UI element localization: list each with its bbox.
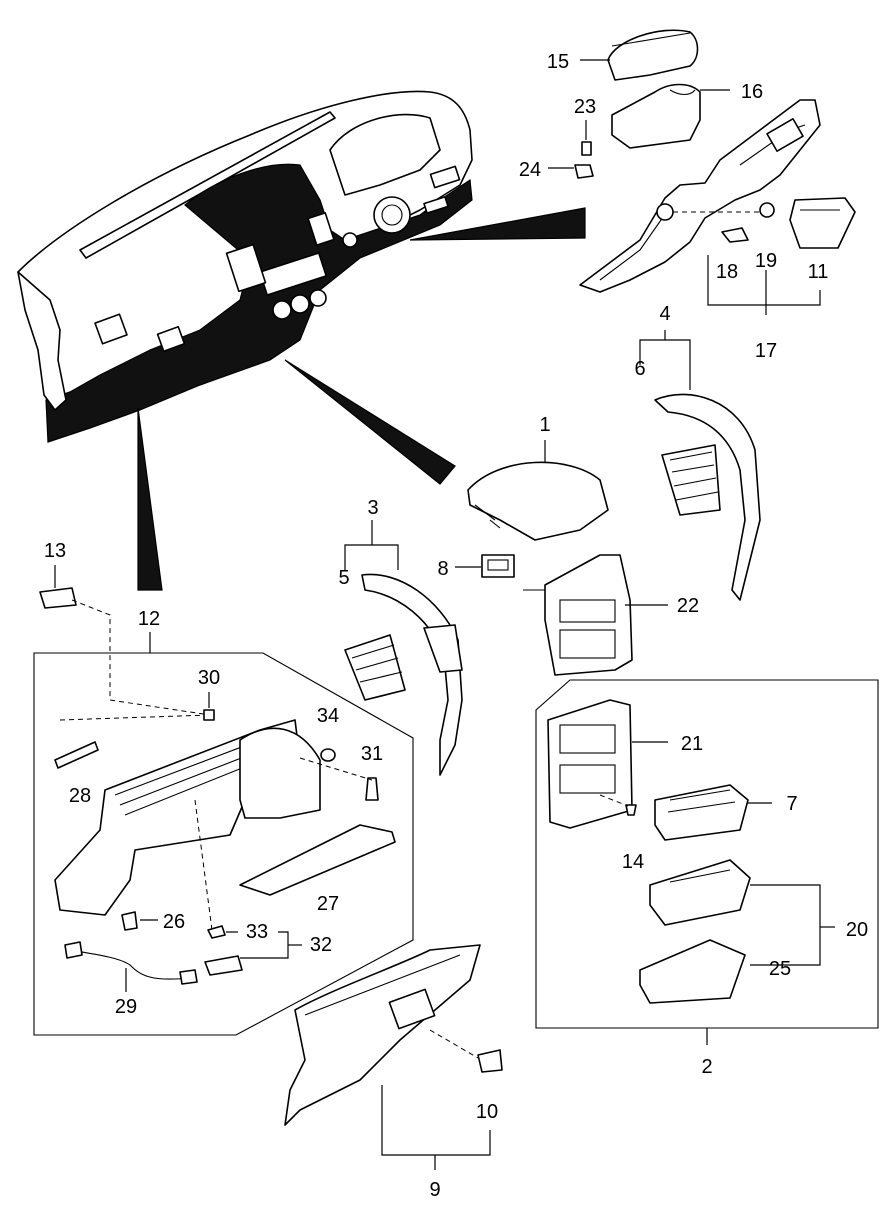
label-5: 5 bbox=[338, 567, 349, 589]
label-31: 31 bbox=[361, 743, 383, 765]
label-8: 8 bbox=[437, 558, 448, 580]
label-9: 9 bbox=[429, 1179, 440, 1201]
label-16: 16 bbox=[741, 81, 763, 103]
label-32: 32 bbox=[310, 934, 332, 956]
glove-box bbox=[284, 944, 503, 1170]
lower-panel-group-12 bbox=[33, 565, 414, 1036]
label-11: 11 bbox=[808, 261, 829, 283]
part-number-labels: 1 2 3 4 5 6 7 8 9 10 11 12 13 14 15 16 1… bbox=[44, 51, 868, 1201]
label-20: 20 bbox=[846, 919, 868, 941]
left-side-trim-and-vent bbox=[344, 520, 463, 776]
label-25: 25 bbox=[769, 958, 791, 980]
label-17: 17 bbox=[755, 340, 777, 362]
steering-column-shroud-group bbox=[548, 29, 730, 179]
label-3: 3 bbox=[367, 497, 378, 519]
label-13: 13 bbox=[44, 540, 66, 562]
label-18: 18 bbox=[716, 261, 738, 283]
label-33: 33 bbox=[246, 921, 268, 943]
label-34: 34 bbox=[317, 705, 339, 727]
label-28: 28 bbox=[69, 785, 91, 807]
center-top-cover bbox=[467, 440, 609, 541]
label-23: 23 bbox=[574, 96, 596, 118]
label-29: 29 bbox=[115, 996, 137, 1018]
center-fascia-panel bbox=[523, 554, 668, 676]
label-4: 4 bbox=[659, 303, 670, 325]
label-30: 30 bbox=[198, 667, 220, 689]
label-1: 1 bbox=[539, 414, 550, 436]
label-7: 7 bbox=[786, 793, 797, 815]
label-19: 19 bbox=[755, 250, 777, 272]
label-21: 21 bbox=[681, 733, 703, 755]
label-12: 12 bbox=[138, 608, 160, 630]
label-2: 2 bbox=[701, 1056, 712, 1078]
label-6: 6 bbox=[634, 358, 645, 380]
console-group-2 bbox=[535, 679, 879, 1045]
lower-crash-pad-panel bbox=[579, 99, 856, 315]
label-14: 14 bbox=[622, 851, 644, 873]
label-24: 24 bbox=[519, 159, 541, 181]
label-15: 15 bbox=[547, 51, 569, 73]
right-side-trim-and-vent bbox=[639, 330, 761, 601]
switch-8 bbox=[455, 554, 515, 578]
label-22: 22 bbox=[677, 595, 699, 617]
label-26: 26 bbox=[163, 911, 185, 933]
dashboard-assembly bbox=[17, 90, 586, 591]
label-10: 10 bbox=[476, 1101, 498, 1123]
label-27: 27 bbox=[317, 893, 339, 915]
